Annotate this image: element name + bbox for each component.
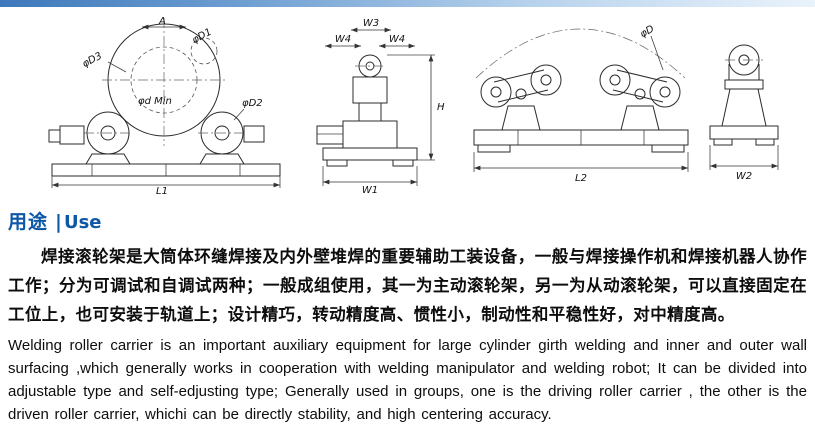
- dimension-W3: W3: [351, 18, 391, 33]
- dimension-D2: φD2: [233, 98, 263, 121]
- dim-label-w4b: W4: [389, 34, 405, 45]
- technical-drawings-row: A φD3 φd Min φD1 φD2: [0, 10, 815, 200]
- dim-label-w1: W1: [362, 185, 378, 196]
- drawing-front-view-adjustable-carrier: A φD3 φd Min φD1 φD2: [48, 16, 281, 197]
- dim-label-dmin: φd Min: [138, 96, 172, 107]
- bogie-right: [599, 64, 681, 108]
- dimension-W1: W1: [322, 166, 418, 196]
- dimension-L1: L1: [51, 176, 281, 197]
- base-frame: [322, 147, 418, 167]
- pedestals: [501, 105, 660, 131]
- heading-zh: 用途: [8, 211, 49, 233]
- dimension-L2: L2: [473, 152, 689, 184]
- dimension-D: φD: [638, 24, 664, 71]
- dim-label-l2: L2: [575, 173, 587, 184]
- use-paragraph-english: Welding roller carrier is an important a…: [8, 337, 807, 424]
- use-section-heading: 用途 | Use: [8, 207, 102, 234]
- bearing-blocks: [85, 153, 245, 165]
- dimension-H: H: [387, 54, 445, 161]
- workpiece-circle: [102, 18, 226, 146]
- dimension-W4-right: W4: [379, 34, 415, 49]
- workpiece-arc: [475, 28, 686, 79]
- dimension-W4-left: W4: [325, 34, 361, 49]
- dim-label-d1: φD1: [190, 27, 213, 46]
- heading-divider: |: [55, 211, 62, 233]
- roller-shaft-end: [355, 54, 385, 78]
- use-paragraph-chinese: 焊接滚轮架是大筒体环缝焊接及内外壁堆焊的重要辅助工装设备，一般与焊接操作机和焊接…: [8, 247, 807, 324]
- dim-label-d2: φD2: [242, 98, 263, 109]
- drawing-side-view-adjustable-carrier: W3 W4 W4: [316, 18, 445, 196]
- bogie-left: [480, 64, 562, 108]
- drawing-front-view-self-aligning-carrier: φD: [473, 24, 689, 184]
- dim-label-h: H: [437, 102, 445, 113]
- dimension-A: A: [142, 16, 186, 30]
- yoke-pedestal: [721, 64, 767, 127]
- dim-label-w4a: W4: [335, 34, 351, 45]
- dim-label-d: φD: [638, 24, 656, 41]
- drive-unit: [48, 125, 265, 145]
- dim-label-w2: W2: [736, 171, 752, 182]
- dimension-W2: W2: [709, 145, 779, 182]
- dim-label-l1: L1: [156, 186, 168, 197]
- dim-label-d3: φD3: [81, 51, 104, 70]
- roller-left: [84, 111, 132, 155]
- roller-end: [725, 44, 763, 76]
- dim-label-a: A: [158, 16, 166, 27]
- heading-en: Use: [63, 212, 102, 233]
- drawing-side-view-self-aligning-carrier: W2: [709, 44, 779, 182]
- base-frame: [473, 129, 689, 153]
- dim-label-w3: W3: [363, 18, 379, 29]
- housing-column: [316, 76, 398, 149]
- top-gradient-bar: [0, 0, 815, 7]
- base-frame: [709, 125, 779, 146]
- base-frame: [51, 163, 281, 177]
